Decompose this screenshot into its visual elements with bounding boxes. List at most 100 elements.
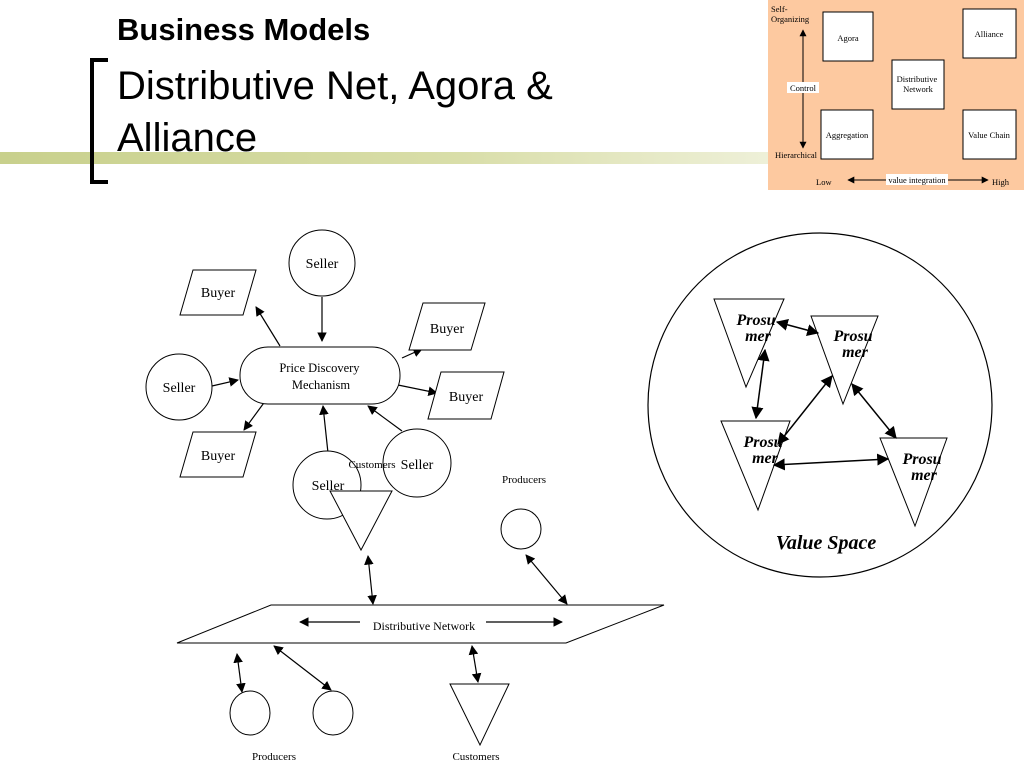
arrow-producer-top: [525, 554, 568, 605]
arrow-producer-bottom2: [273, 645, 332, 691]
producer-node-top: [500, 508, 542, 550]
network-labels: Customers Producers Distributive Network…: [252, 459, 546, 763]
price-discovery-l1: Price Discovery: [279, 361, 360, 375]
distributive-network-hub: [176, 604, 665, 644]
customers-label-bottom: Customers: [452, 751, 499, 763]
matrix-cell-agora: [822, 11, 874, 62]
matrix-axis-mid: Control: [790, 83, 817, 93]
arrow-customer-top: [364, 555, 377, 605]
slide-title: Business Models: [117, 12, 371, 47]
matrix-axis-x-left: Low: [816, 177, 832, 187]
buyer-node-right1: [408, 302, 486, 351]
value-space-caption: Value Space: [776, 532, 877, 554]
prosumer-label-2-l1: Prosu: [832, 328, 872, 345]
matrix-axis-top-l2: Organizing: [771, 14, 810, 24]
seller-node-bottomright: [382, 428, 452, 498]
matrix-axis-top: Self- Organizing: [771, 4, 810, 24]
matrix-cell-alliance-label: Alliance: [975, 29, 1004, 39]
arrow-prosumer-3-2: [777, 375, 833, 445]
buyer-label-bottomleft: Buyer: [201, 449, 236, 464]
price-discovery-label: Price Discovery Mechanism: [279, 361, 362, 392]
buyer-label-right1: Buyer: [430, 322, 465, 337]
producers-label-bottom: Producers: [252, 751, 296, 763]
buyer-node-topleft: [179, 269, 257, 316]
arrow-producer-bottom1: [233, 653, 246, 693]
prosumer-label-2: Prosu mer: [832, 328, 876, 361]
matrix-cell-distributive-label: Distributive Network: [897, 74, 940, 94]
buyer-label-topleft: Buyer: [201, 286, 236, 301]
arrow-prosumer-3-4: [772, 453, 890, 471]
matrix-cell-aggregation: [820, 109, 874, 160]
price-discovery-l2: Mechanism: [292, 378, 351, 392]
agora-arrows: [211, 297, 438, 454]
customer-node-bottom: [449, 683, 510, 747]
arrow-buyer-bottomleft: [243, 399, 267, 431]
matrix-cell-distributive: [891, 59, 945, 110]
matrix-svg: Self- Organizing Control Hierarchical Ag…: [771, 4, 1017, 187]
matrix-cell-value-chain-label: Value Chain: [968, 130, 1011, 140]
seller-label-left: Seller: [163, 381, 196, 396]
network-arrows: [233, 554, 568, 693]
matrix-axis-top-l1: Self-: [771, 4, 788, 14]
prosumer-node-2: [810, 315, 879, 406]
arrow-prosumer-2-4: [851, 383, 897, 439]
prosumer-arrows: [751, 319, 897, 471]
buyer-label-right2: Buyer: [449, 390, 484, 405]
prosumer-label-3: Prosu mer: [742, 434, 786, 467]
prosumer-label-1: Prosu mer: [735, 312, 779, 345]
prosumer-label-2-l2: mer: [842, 344, 869, 361]
matrix-axis-x-mid: value integration: [888, 175, 946, 185]
distributive-network-label: Distributive Network: [373, 619, 475, 633]
arrow-seller-bottomright: [367, 405, 403, 432]
prosumer-nodes: [713, 298, 948, 528]
matrix-integration-label-bg: [886, 174, 948, 185]
matrix-cell-value-chain: [962, 109, 1017, 160]
prosumer-labels: Prosu mer Prosu mer Prosu mer Prosu mer …: [735, 312, 945, 554]
arrow-customer-bottom: [468, 645, 482, 683]
matrix-cell-aggregation-label: Aggregation: [826, 130, 869, 140]
prosumer-label-1-l2: mer: [745, 328, 772, 345]
arrow-seller-bottom: [319, 405, 329, 454]
arrow-seller-left: [211, 377, 239, 387]
prosumer-node-1: [713, 298, 785, 389]
value-space-circle: [647, 232, 993, 578]
matrix-axis-x-right: High: [992, 177, 1010, 187]
prosumer-label-4: Prosu mer: [901, 451, 945, 484]
matrix-axis-bottom: Hierarchical: [775, 150, 818, 160]
arrow-prosumer-1-2: [775, 319, 820, 336]
network-nodes: [176, 490, 665, 747]
producer-node-bottom1: [229, 690, 271, 736]
customer-node-top: [329, 490, 393, 552]
producer-node-bottom2: [312, 690, 354, 736]
title-bracket: [90, 58, 108, 184]
seller-node-top: [288, 229, 356, 297]
buyer-node-right2: [427, 371, 505, 420]
arrow-buyer-right2: [397, 384, 438, 396]
buyer-node-bottomleft: [179, 431, 257, 478]
price-discovery-node: [239, 346, 401, 405]
producers-label-top: Producers: [502, 474, 546, 486]
prosumer-node-4: [879, 437, 948, 528]
arrow-buyer-topleft: [255, 306, 281, 347]
matrix-cell-distributive-l2: Network: [903, 84, 933, 94]
prosumer-label-4-l1: Prosu: [901, 451, 941, 468]
seller-label-bottomright: Seller: [401, 458, 434, 473]
prosumer-label-3-l1: Prosu: [742, 434, 782, 451]
slide-subtitle: Distributive Net, Agora & Alliance: [117, 64, 553, 160]
prosumer-label-3-l2: mer: [752, 450, 779, 467]
customers-label-top: Customers: [348, 459, 395, 471]
matrix-cell-distributive-l1: Distributive: [897, 74, 938, 84]
seller-node-left: [145, 353, 213, 421]
matrix-cell-alliance: [962, 8, 1017, 59]
business-model-matrix: Self- Organizing Control Hierarchical Ag…: [768, 0, 1024, 190]
matrix-control-label-bg: [787, 82, 819, 93]
prosumer-label-4-l2: mer: [911, 467, 938, 484]
matrix-cell-agora-label: Agora: [837, 33, 858, 43]
arrow-prosumer-1-3: [751, 348, 770, 420]
seller-label-top: Seller: [306, 257, 339, 272]
seller-label-bottom: Seller: [312, 479, 345, 494]
prosumer-label-1-l1: Prosu: [735, 312, 775, 329]
agora-labels: Seller Seller Seller Seller Buyer Buyer …: [163, 257, 484, 494]
agora-nodes: [145, 229, 505, 520]
